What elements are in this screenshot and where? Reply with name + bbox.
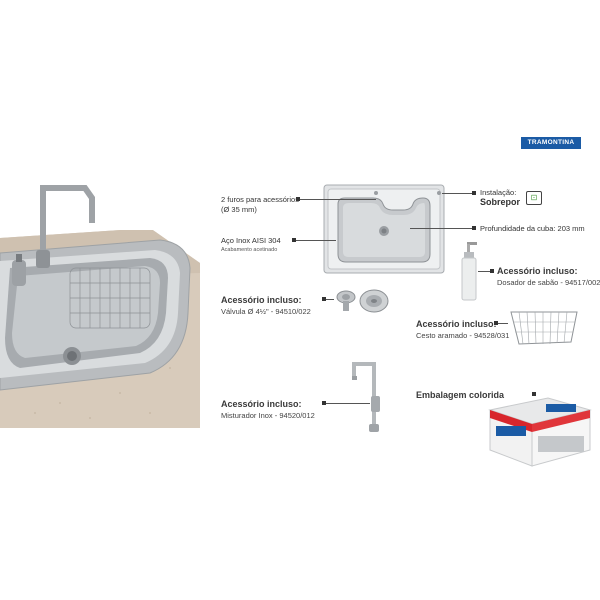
mixer-faucet-icon <box>352 362 380 432</box>
holes-line2: (Ø 35 mm) <box>221 204 257 214</box>
mixer-leader <box>326 403 370 404</box>
holes-callout: 2 furos para acessórios (Ø 35 mm) <box>221 195 299 214</box>
steel-line2: Acabamento acetinado <box>221 246 278 253</box>
basket-marker <box>494 321 498 325</box>
valve-leader <box>326 299 334 300</box>
mixer-marker <box>322 401 326 405</box>
basket-title: Acessório incluso: <box>416 319 497 329</box>
install-callout: Instalação: Sobrepor <box>480 188 520 207</box>
soap-desc: Dosador de sabão - 94517/002 <box>497 278 600 287</box>
steel-marker <box>292 238 296 242</box>
holes-marker <box>296 197 300 201</box>
depth-callout: Profundidade da cuba: 203 mm <box>480 224 585 233</box>
valve-marker <box>322 297 326 301</box>
basket-desc: Cesto aramado - 94528/031 <box>416 331 510 340</box>
holes-leader <box>300 199 376 200</box>
steel-callout: Aço Inox AISI 304 Acabamento acetinado <box>221 236 281 255</box>
holes-line1: 2 furos para acessórios <box>221 195 299 204</box>
depth-leader <box>410 228 472 229</box>
package-marker <box>532 392 536 396</box>
brand-logo: TRAMONTINA <box>521 137 581 149</box>
mixer-title: Acessório incluso: <box>221 399 302 409</box>
valve-desc: Válvula Ø 4½" - 94510/022 <box>221 307 311 316</box>
sink-installation-photo <box>0 168 200 428</box>
mixer-desc: Misturador Inox - 94520/012 <box>221 411 315 420</box>
soap-marker <box>490 269 494 273</box>
soap-dispenser-icon <box>461 242 477 301</box>
install-value: Sobrepor <box>480 196 521 207</box>
package-title: Embalagem colorida <box>416 390 505 400</box>
install-leader <box>442 193 472 194</box>
valve-title: Acessório incluso: <box>221 295 302 305</box>
steel-line1: Aço Inox AISI 304 <box>221 236 281 245</box>
package-box-icon <box>488 397 592 467</box>
depth-marker <box>472 226 476 230</box>
install-type-icon: ⊡ <box>526 191 542 205</box>
valve-icon <box>336 289 389 313</box>
soap-title: Acessório incluso: <box>497 266 578 276</box>
wire-basket-icon <box>510 311 578 345</box>
sink-top-view-icon <box>323 184 445 274</box>
basket-leader <box>498 323 508 324</box>
install-label: Instalação: <box>480 188 517 197</box>
install-marker <box>472 191 476 195</box>
soap-leader <box>478 271 490 272</box>
steel-leader <box>296 240 336 241</box>
